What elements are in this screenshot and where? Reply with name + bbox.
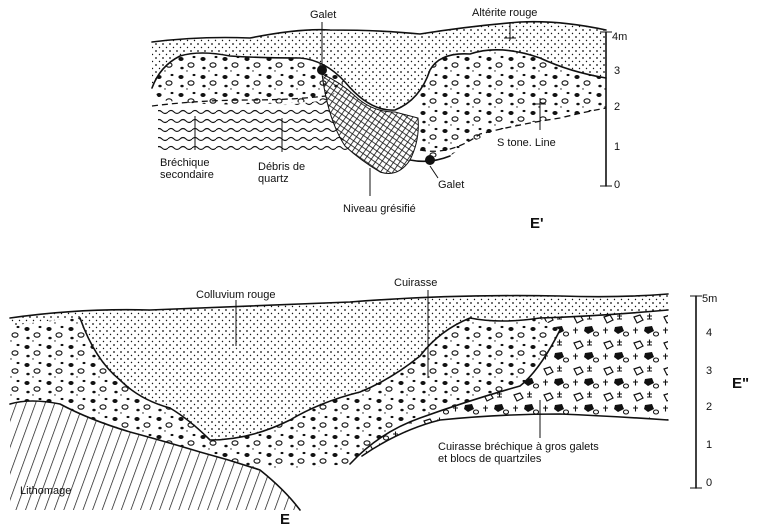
upper-tick-3: 3 — [614, 65, 620, 77]
brechique-layer — [158, 100, 350, 151]
galet-bottom-marker — [425, 155, 435, 165]
lower-tick-1: 1 — [706, 439, 712, 451]
lower-depth-scale: 5m 4 3 2 1 0 — [690, 293, 717, 489]
label-niveau: Niveau grésifié — [343, 203, 416, 215]
upper-cross-section: Galet Altérite rouge S tone. Line Galet … — [152, 7, 627, 232]
lower-tick-0: 0 — [706, 477, 712, 489]
label-lithomarge: Lithomage — [20, 485, 71, 497]
lower-tick-3: 3 — [706, 365, 712, 377]
section-id-e-double-prime: E" — [732, 375, 749, 392]
lower-tick-5m: 5m — [702, 293, 717, 305]
section-id-e: E — [280, 511, 290, 528]
upper-tick-4m: 4m — [612, 31, 627, 43]
lower-tick-2: 2 — [706, 401, 712, 413]
upper-tick-2: 2 — [614, 101, 620, 113]
label-alterite: Altérite rouge — [472, 7, 537, 19]
label-line: Cuirasse bréchique à gros galets — [438, 441, 599, 453]
label-line: secondaire — [160, 169, 214, 181]
label-line: et blocs de quartziles — [438, 453, 542, 465]
lower-tick-4: 4 — [706, 327, 712, 339]
label-galet-bottom: Galet — [438, 179, 464, 191]
label-galet-top: Galet — [310, 9, 336, 21]
label-stone-line: S tone. Line — [497, 137, 556, 149]
upper-tick-1: 1 — [614, 141, 620, 153]
label-cuirasse: Cuirasse — [394, 277, 437, 289]
section-id-e-prime: E' — [530, 215, 544, 232]
upper-tick-0: 0 — [614, 179, 620, 191]
label-colluvium: Colluvium rouge — [196, 289, 275, 301]
label-line: quartz — [258, 173, 289, 185]
galet-top-marker — [317, 65, 327, 75]
leader-galet-bottom — [430, 166, 438, 178]
label-line: Bréchique — [160, 157, 210, 169]
lower-cross-section: Colluvium rouge Cuirasse Cuirasse bréchi… — [10, 277, 749, 528]
label-line: Débris de — [258, 161, 305, 173]
